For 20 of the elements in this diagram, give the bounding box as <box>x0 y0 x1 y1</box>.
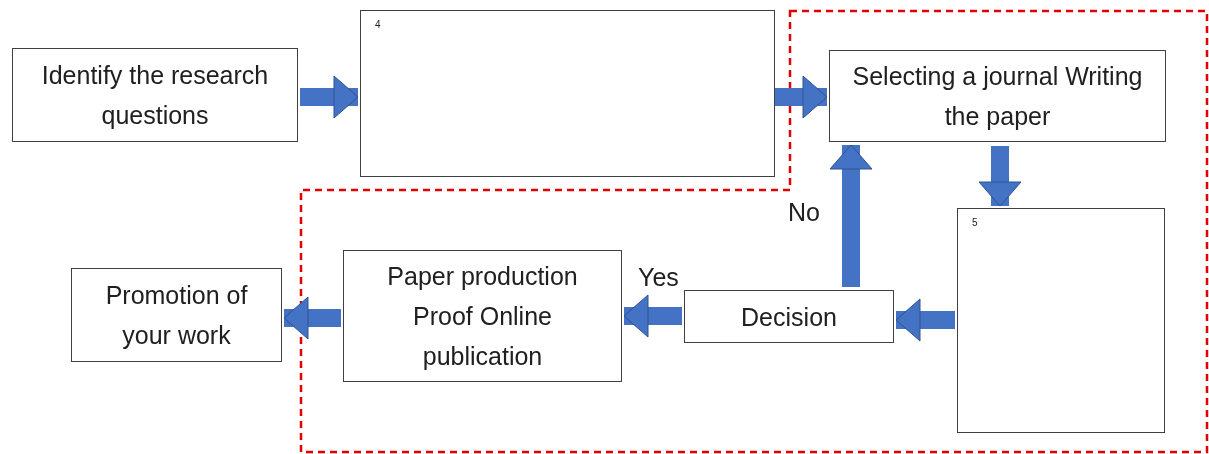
box-number: 5 <box>972 217 978 229</box>
box-text: Paper production Proof Online publication <box>386 261 579 372</box>
process-box <box>71 268 282 362</box>
box-text: Identify the research questions <box>40 60 270 131</box>
block-arrow <box>283 296 341 340</box>
box-number: 4 <box>375 19 381 31</box>
block-arrow <box>300 75 359 119</box>
box-text: Promotion of your work <box>104 280 249 351</box>
process-box <box>829 50 1166 142</box>
process-box <box>957 208 1165 433</box>
box-text: Decision <box>741 301 837 333</box>
block-arrow <box>895 298 955 342</box>
process-box <box>12 48 298 142</box>
process-box <box>684 290 894 343</box>
block-arrow <box>829 144 873 287</box>
box-text: Selecting a journal Writing the paper <box>851 61 1144 132</box>
block-arrow <box>978 146 1022 207</box>
process-box <box>360 10 775 177</box>
process-box <box>343 250 622 382</box>
block-arrow <box>623 294 682 338</box>
